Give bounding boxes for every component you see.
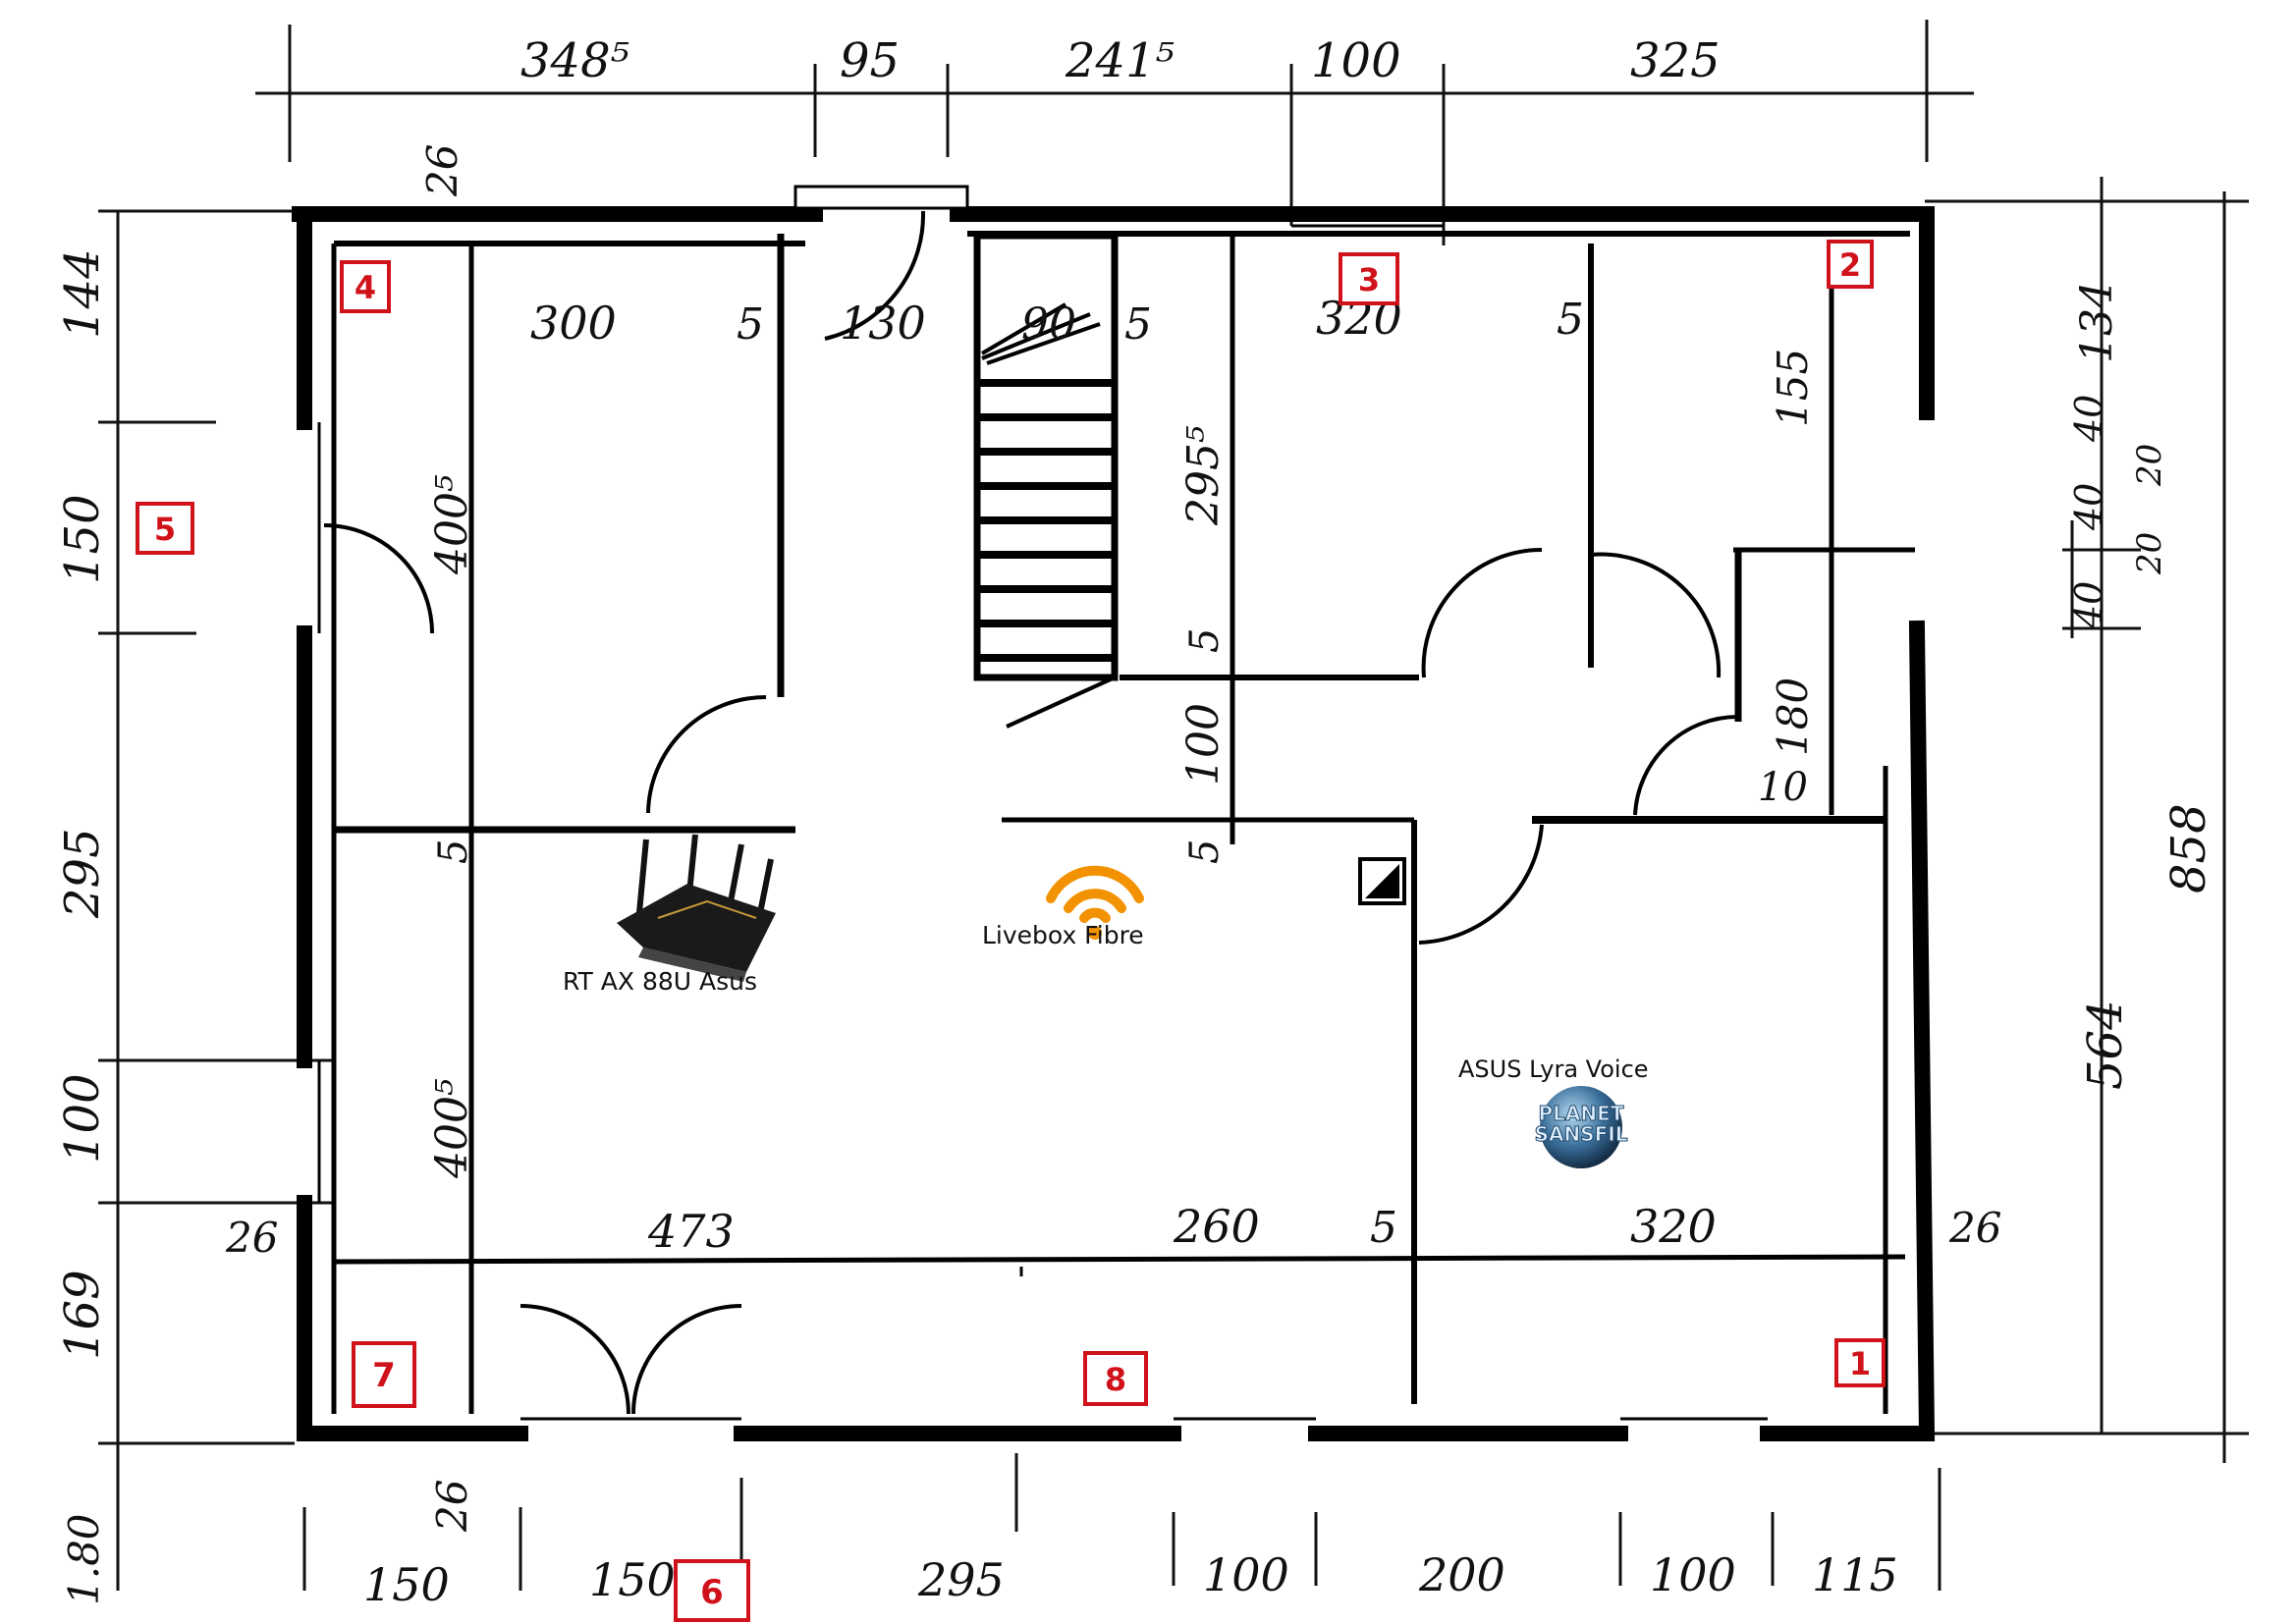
marker-1[interactable]: 1 [1834, 1338, 1886, 1387]
marker-8-label: 8 [1105, 1361, 1126, 1398]
dim-left-3: 295 [55, 828, 110, 919]
dim-in-3: 130 [840, 297, 926, 350]
livebox: Livebox Fibre [982, 865, 1144, 949]
marker-4-label: 4 [355, 269, 376, 306]
dim-in-7: 5 [1557, 295, 1584, 345]
dim-bottom-7: 115 [1812, 1548, 1898, 1601]
asus-router: RT AX 88U Asus [563, 834, 776, 996]
right-dimensions: 858 134 40 40 40 20 20 564 [2067, 281, 2216, 1090]
outer-walls [292, 185, 1936, 1441]
dim-bottom-1: 150 [363, 1558, 450, 1611]
marker-6[interactable]: 6 [674, 1559, 750, 1622]
dim-right-total: 858 [2161, 803, 2216, 893]
dim-right-7: 564 [2078, 1000, 2133, 1090]
dim-right-2: 40 [2067, 395, 2110, 443]
dim-in-21: 10 [1758, 765, 1808, 810]
marker-2-label: 2 [1839, 246, 1861, 284]
dim-in-15: 155 [1769, 349, 1817, 427]
logo-globe-icon: PLANET SANSFIL [1534, 1086, 1628, 1168]
dim-left-5: 169 [55, 1270, 110, 1360]
dim-right-5: 20 [2130, 444, 2169, 487]
dim-in-20: 5 [431, 839, 476, 864]
dim-top-4: 100 [1311, 33, 1401, 88]
livebox-label: Livebox Fibre [982, 921, 1144, 949]
dim-wall-2: 26 [225, 1214, 278, 1262]
dim-left-6: 1.80 [60, 1513, 108, 1605]
location-markers: 1 2 3 4 5 6 7 8 [136, 240, 1886, 1622]
dim-right-4: 40 [2067, 581, 2110, 629]
marker-6-label: 6 [700, 1573, 724, 1612]
dim-top-3: 241⁵ [1065, 33, 1175, 88]
dim-in-17: 100 [1178, 703, 1229, 785]
door-swings [323, 210, 1739, 1415]
cupboard-fill [1365, 864, 1399, 898]
dim-in-4: 90 [1021, 299, 1076, 350]
dim-in-1: 300 [530, 297, 617, 350]
marker-3-label: 3 [1358, 261, 1380, 298]
marker-7-label: 7 [372, 1356, 396, 1395]
dim-right-3: 40 [2067, 483, 2110, 531]
marker-2[interactable]: 2 [1827, 240, 1874, 289]
dim-in-16: 180 [1769, 677, 1817, 756]
marker-8[interactable]: 8 [1083, 1351, 1148, 1406]
left-dimensions: 144 150 295 100 169 1.80 [55, 248, 110, 1605]
dim-in-2: 5 [737, 299, 764, 350]
lyra-label: ASUS Lyra Voice [1458, 1056, 1649, 1083]
dim-in-13: 400⁵ [427, 1078, 477, 1179]
dim-in-5: 5 [1124, 299, 1152, 350]
dim-bottom-2: 150 [589, 1553, 676, 1606]
dim-wall-3: 26 [1948, 1204, 2001, 1252]
dim-top-5: 325 [1630, 33, 1721, 88]
dim-bottom-6: 100 [1650, 1548, 1736, 1601]
marker-7[interactable]: 7 [352, 1341, 416, 1408]
dim-right-6: 20 [2130, 532, 2169, 575]
wifi-icon [1046, 865, 1144, 940]
dim-in-19: 5 [1182, 839, 1228, 864]
marker-3[interactable]: 3 [1339, 252, 1399, 305]
dim-right-1: 134 [2072, 281, 2122, 363]
staircase [973, 232, 1119, 729]
dim-in-11: 320 [1630, 1200, 1717, 1253]
lyra-logo-line1: PLANET [1539, 1102, 1624, 1125]
dim-top-2: 95 [840, 33, 900, 88]
dim-left-1: 144 [55, 248, 110, 339]
dim-in-18: 5 [1182, 628, 1228, 653]
dim-bottom-3: 295 [917, 1553, 1005, 1606]
dim-left-2: 150 [55, 494, 110, 584]
router-icon [617, 834, 776, 982]
dim-top-1: 348⁵ [520, 33, 629, 88]
cupboard-symbol [1358, 857, 1406, 905]
dim-left-4: 100 [55, 1073, 110, 1164]
bottom-dimensions: 150 150 295 100 200 100 115 [363, 1548, 1898, 1611]
dimension-lines [98, 20, 2249, 1591]
lyra-voice: ASUS Lyra Voice PLANET SANSFIL [1458, 1056, 1649, 1168]
marker-5-label: 5 [154, 511, 176, 548]
dim-in-14: 295⁵ [1178, 425, 1229, 526]
asus-router-label: RT AX 88U Asus [563, 967, 757, 996]
interior-walls [331, 231, 1915, 1414]
dim-wall-4: 26 [428, 1480, 476, 1533]
marker-4[interactable]: 4 [340, 260, 391, 313]
dim-bottom-5: 200 [1418, 1548, 1505, 1601]
dim-in-9: 260 [1173, 1200, 1260, 1253]
marker-1-label: 1 [1849, 1345, 1871, 1382]
lyra-logo-line2: SANSFIL [1535, 1122, 1628, 1146]
dim-wall-1: 26 [418, 144, 466, 197]
top-dimensions: 348⁵ 95 241⁵ 100 325 [520, 33, 1721, 88]
dim-in-12: 400⁵ [427, 474, 477, 575]
dim-bottom-4: 100 [1203, 1548, 1289, 1601]
dim-in-8: 473 [647, 1205, 735, 1258]
dim-in-10: 5 [1370, 1203, 1397, 1253]
marker-5[interactable]: 5 [136, 502, 194, 555]
interior-dimensions: 300 5 130 90 5 320 5 473 260 5 320 400⁵ … [225, 144, 2001, 1533]
